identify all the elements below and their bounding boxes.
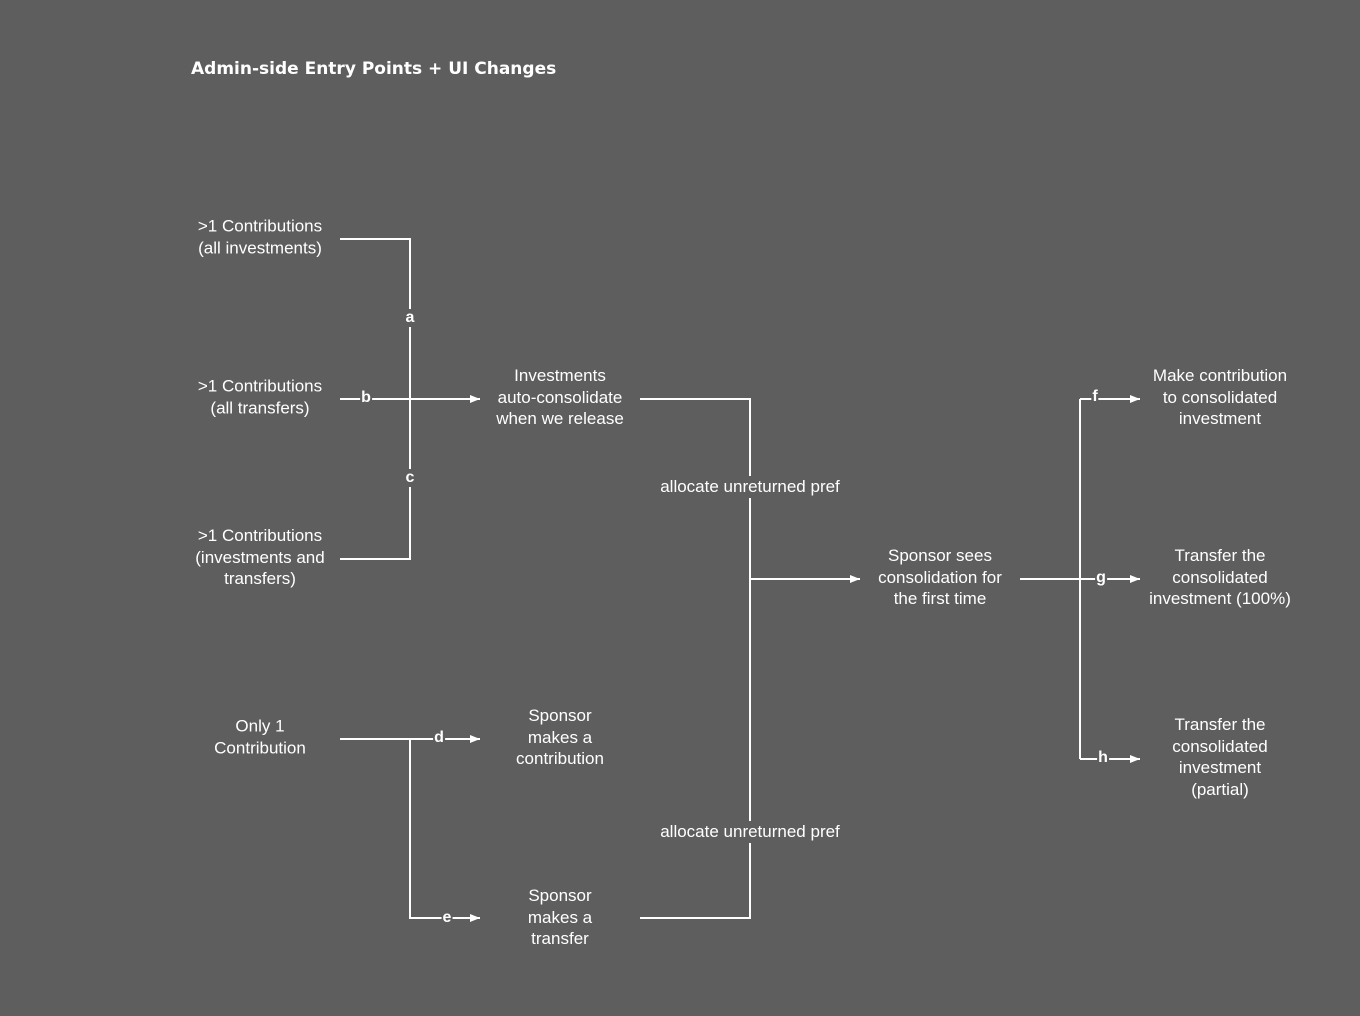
node-line: Contribution bbox=[214, 738, 306, 757]
node-auto-consolidate: Investments auto-consolidate when we rel… bbox=[480, 365, 640, 430]
node-line: (partial) bbox=[1191, 779, 1249, 799]
node-line: to consolidated bbox=[1162, 387, 1278, 407]
node-line: when we release bbox=[496, 408, 624, 428]
node-sponsor-contribution: Sponsor makes a contribution bbox=[480, 705, 640, 770]
edge-label-c: c bbox=[404, 469, 416, 487]
edge-label-a: a bbox=[404, 309, 416, 327]
node-sponsor-sees: Sponsor sees consolidation for the first… bbox=[860, 545, 1020, 610]
connector-contrib-investments bbox=[340, 238, 411, 399]
connector-contrib-mixed bbox=[340, 399, 411, 560]
node-line: the first time bbox=[893, 588, 987, 608]
node-only-one-contribution: Only 1 Contribution bbox=[180, 716, 340, 759]
node-sponsor-transfer: Sponsor makes a transfer bbox=[480, 885, 640, 950]
edge-label-b: b bbox=[360, 389, 372, 407]
node-line: Investments bbox=[514, 365, 606, 385]
node-line: consolidated bbox=[1172, 567, 1268, 587]
node-line: Sponsor sees bbox=[888, 545, 992, 565]
arrow-to-sponsor-transfer bbox=[409, 739, 480, 922]
node-line: Make contribution bbox=[1152, 365, 1288, 385]
node-line: makes a bbox=[527, 727, 593, 747]
edge-label-h: h bbox=[1097, 749, 1109, 767]
node-line: transfer bbox=[531, 928, 589, 948]
edge-label-g: g bbox=[1095, 569, 1107, 587]
node-transfer-partial: Transfer the consolidated investment (pa… bbox=[1140, 714, 1300, 800]
page-title: Admin-side Entry Points + UI Changes bbox=[191, 59, 557, 79]
node-line: investment bbox=[1178, 408, 1262, 428]
node-line: consolidation for bbox=[878, 567, 1002, 587]
node-contrib-all-investments: >1 Contributions (all investments) bbox=[180, 216, 340, 259]
bar-label-lower: allocate unreturned pref bbox=[656, 821, 844, 843]
bar-label-upper: allocate unreturned pref bbox=[656, 476, 844, 498]
node-line: Sponsor bbox=[528, 705, 592, 725]
node-line: Sponsor bbox=[528, 885, 592, 905]
node-line: >1 Contributions bbox=[197, 216, 323, 236]
node-line: consolidated bbox=[1172, 736, 1268, 756]
node-line: investment bbox=[1178, 758, 1262, 777]
node-line: (all transfers) bbox=[210, 398, 310, 417]
edge-label-f: f bbox=[1091, 388, 1099, 406]
node-transfer-full: Transfer the consolidated investment (10… bbox=[1140, 545, 1300, 610]
node-line: transfers) bbox=[224, 568, 296, 588]
connector-auto-consolidate bbox=[640, 398, 751, 919]
node-line: (all investments) bbox=[198, 238, 322, 257]
node-contrib-investments-transfers: >1 Contributions (investments and transf… bbox=[180, 525, 340, 590]
edge-label-e: e bbox=[441, 909, 453, 927]
node-line: >1 Contributions bbox=[197, 525, 323, 545]
node-make-contribution: Make contribution to consolidated invest… bbox=[1140, 365, 1300, 430]
node-line: >1 Contributions bbox=[197, 376, 323, 396]
node-line: makes a bbox=[527, 907, 593, 927]
node-line: Transfer the bbox=[1174, 545, 1266, 565]
edge-label-d: d bbox=[433, 729, 445, 747]
node-line: Only 1 bbox=[235, 716, 285, 736]
node-contrib-all-transfers: >1 Contributions (all transfers) bbox=[180, 376, 340, 419]
node-line: Transfer the bbox=[1174, 715, 1266, 734]
node-line: (investments and bbox=[195, 547, 325, 567]
node-line: auto-consolidate bbox=[497, 387, 623, 407]
node-line: investment (100%) bbox=[1149, 588, 1291, 608]
node-line: contribution bbox=[516, 748, 604, 768]
